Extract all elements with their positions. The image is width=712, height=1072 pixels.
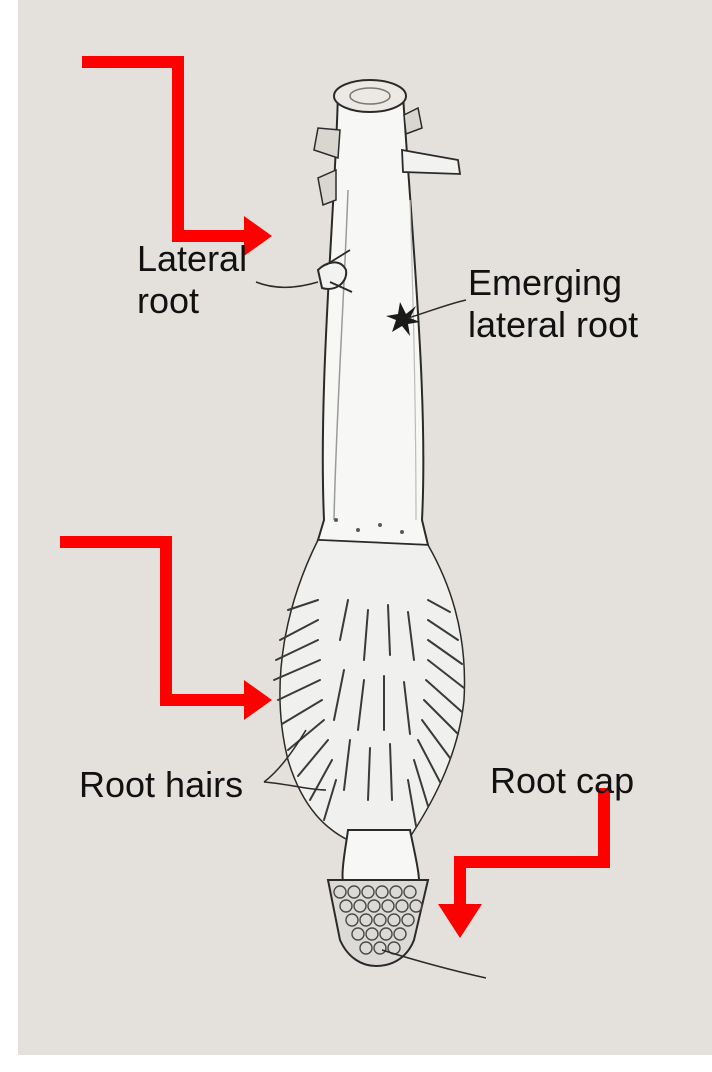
bent-arrow-right-icon — [60, 542, 272, 720]
label-root-cap: Root cap — [490, 760, 634, 802]
bent-arrow-right-icon — [82, 62, 272, 256]
diagram-canvas: Lateral root Emerging lateral root Root … — [18, 0, 712, 1055]
root-cut-top — [334, 80, 406, 112]
leader-line-cap — [382, 950, 486, 978]
label-emerging-lateral-root: Emerging lateral root — [468, 262, 638, 346]
lateral-stub — [314, 128, 340, 158]
label-root-hairs: Root hairs — [79, 764, 243, 806]
bent-arrow-down-icon — [438, 788, 604, 938]
lateral-stub — [404, 108, 422, 134]
lateral-stub — [318, 170, 336, 205]
label-lateral-root: Lateral root — [137, 238, 247, 322]
root-illustration — [18, 0, 712, 1055]
leader-line-lateral — [256, 282, 318, 287]
lateral-stub — [402, 150, 460, 174]
